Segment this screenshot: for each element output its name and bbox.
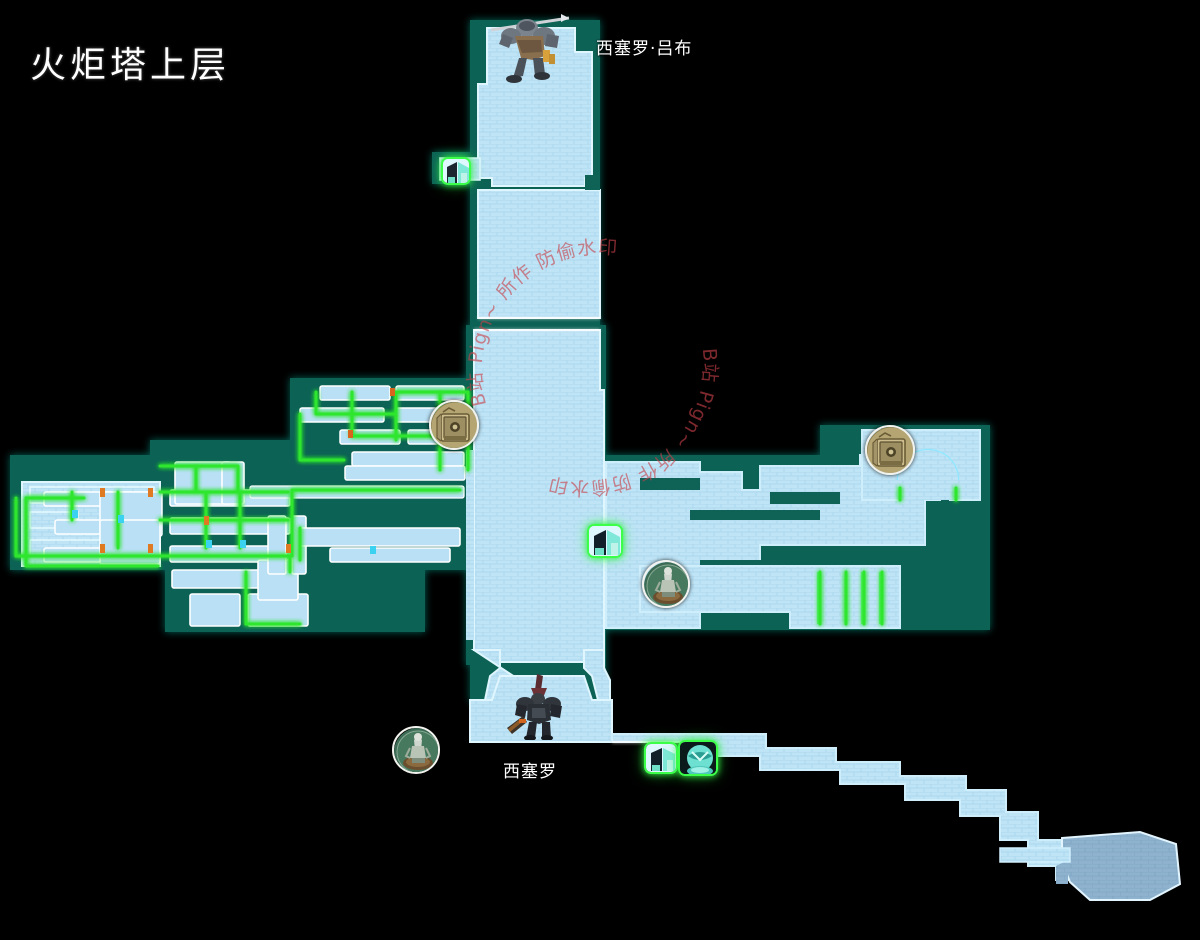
statue-icon[interactable] (392, 726, 440, 774)
boss-sprite (487, 6, 573, 84)
door-portal-icon[interactable] (441, 157, 471, 185)
treasure-chest-icon[interactable] (429, 400, 479, 450)
warp-teleporter-icon[interactable] (678, 740, 718, 776)
page-title: 火炬塔上层 (30, 45, 231, 86)
statue-icon[interactable] (642, 560, 690, 608)
treasure-chest-icon[interactable] (865, 425, 915, 475)
door-portal-icon[interactable] (644, 742, 678, 774)
npc-sprite (505, 672, 571, 741)
door-portal-icon[interactable] (587, 524, 623, 558)
map-door-markers (72, 388, 395, 554)
npc-label: 西塞罗 (503, 762, 557, 782)
boss-label: 西塞罗·吕布 (596, 39, 693, 59)
